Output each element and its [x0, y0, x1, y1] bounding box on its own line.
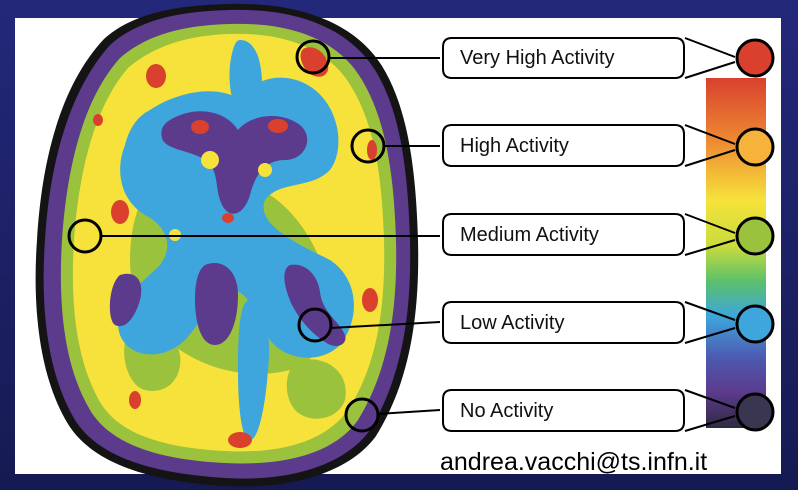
- label-medium-activity: Medium Activity: [460, 224, 599, 246]
- author-email: andrea.vacchi@ts.infn.it: [440, 448, 708, 476]
- label-very-high-activity: Very High Activity: [460, 47, 615, 69]
- swatch-high: [735, 127, 775, 167]
- swatch-medium: [735, 216, 775, 256]
- label-boxes: [442, 37, 685, 432]
- swatch-none: [735, 392, 775, 432]
- brain-interior: [60, 23, 397, 464]
- label-low-activity: Low Activity: [460, 312, 565, 334]
- swatch-low: [735, 304, 775, 344]
- label-high-activity: High Activity: [460, 135, 569, 157]
- legend-swatches: [735, 38, 775, 432]
- sample-circles: [67, 39, 386, 433]
- callout-lines: [100, 37, 736, 432]
- swatch-very-high: [735, 38, 775, 78]
- label-no-activity: No Activity: [460, 400, 554, 422]
